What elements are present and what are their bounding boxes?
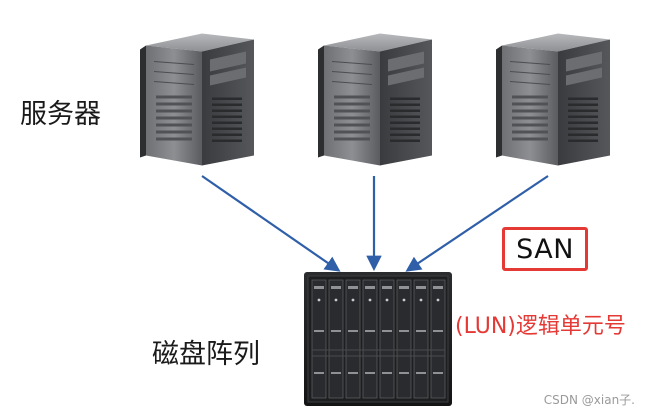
lun-label: (LUN)逻辑单元号 <box>455 314 626 339</box>
server-1-icon <box>139 32 255 167</box>
connection-arrows <box>201 175 549 272</box>
servers-label: 服务器 <box>20 99 101 130</box>
san-label: SAN <box>516 233 574 265</box>
arrow-server-3 <box>405 175 549 272</box>
server-2-icon <box>317 32 433 167</box>
storage-array-icon <box>304 272 452 406</box>
san-highlight-box: SAN <box>502 227 588 271</box>
server-3-icon <box>495 32 611 167</box>
watermark: CSDN @xian子. <box>543 393 635 407</box>
storage-label: 磁盘阵列 <box>152 339 260 370</box>
arrow-server-1 <box>201 175 341 272</box>
